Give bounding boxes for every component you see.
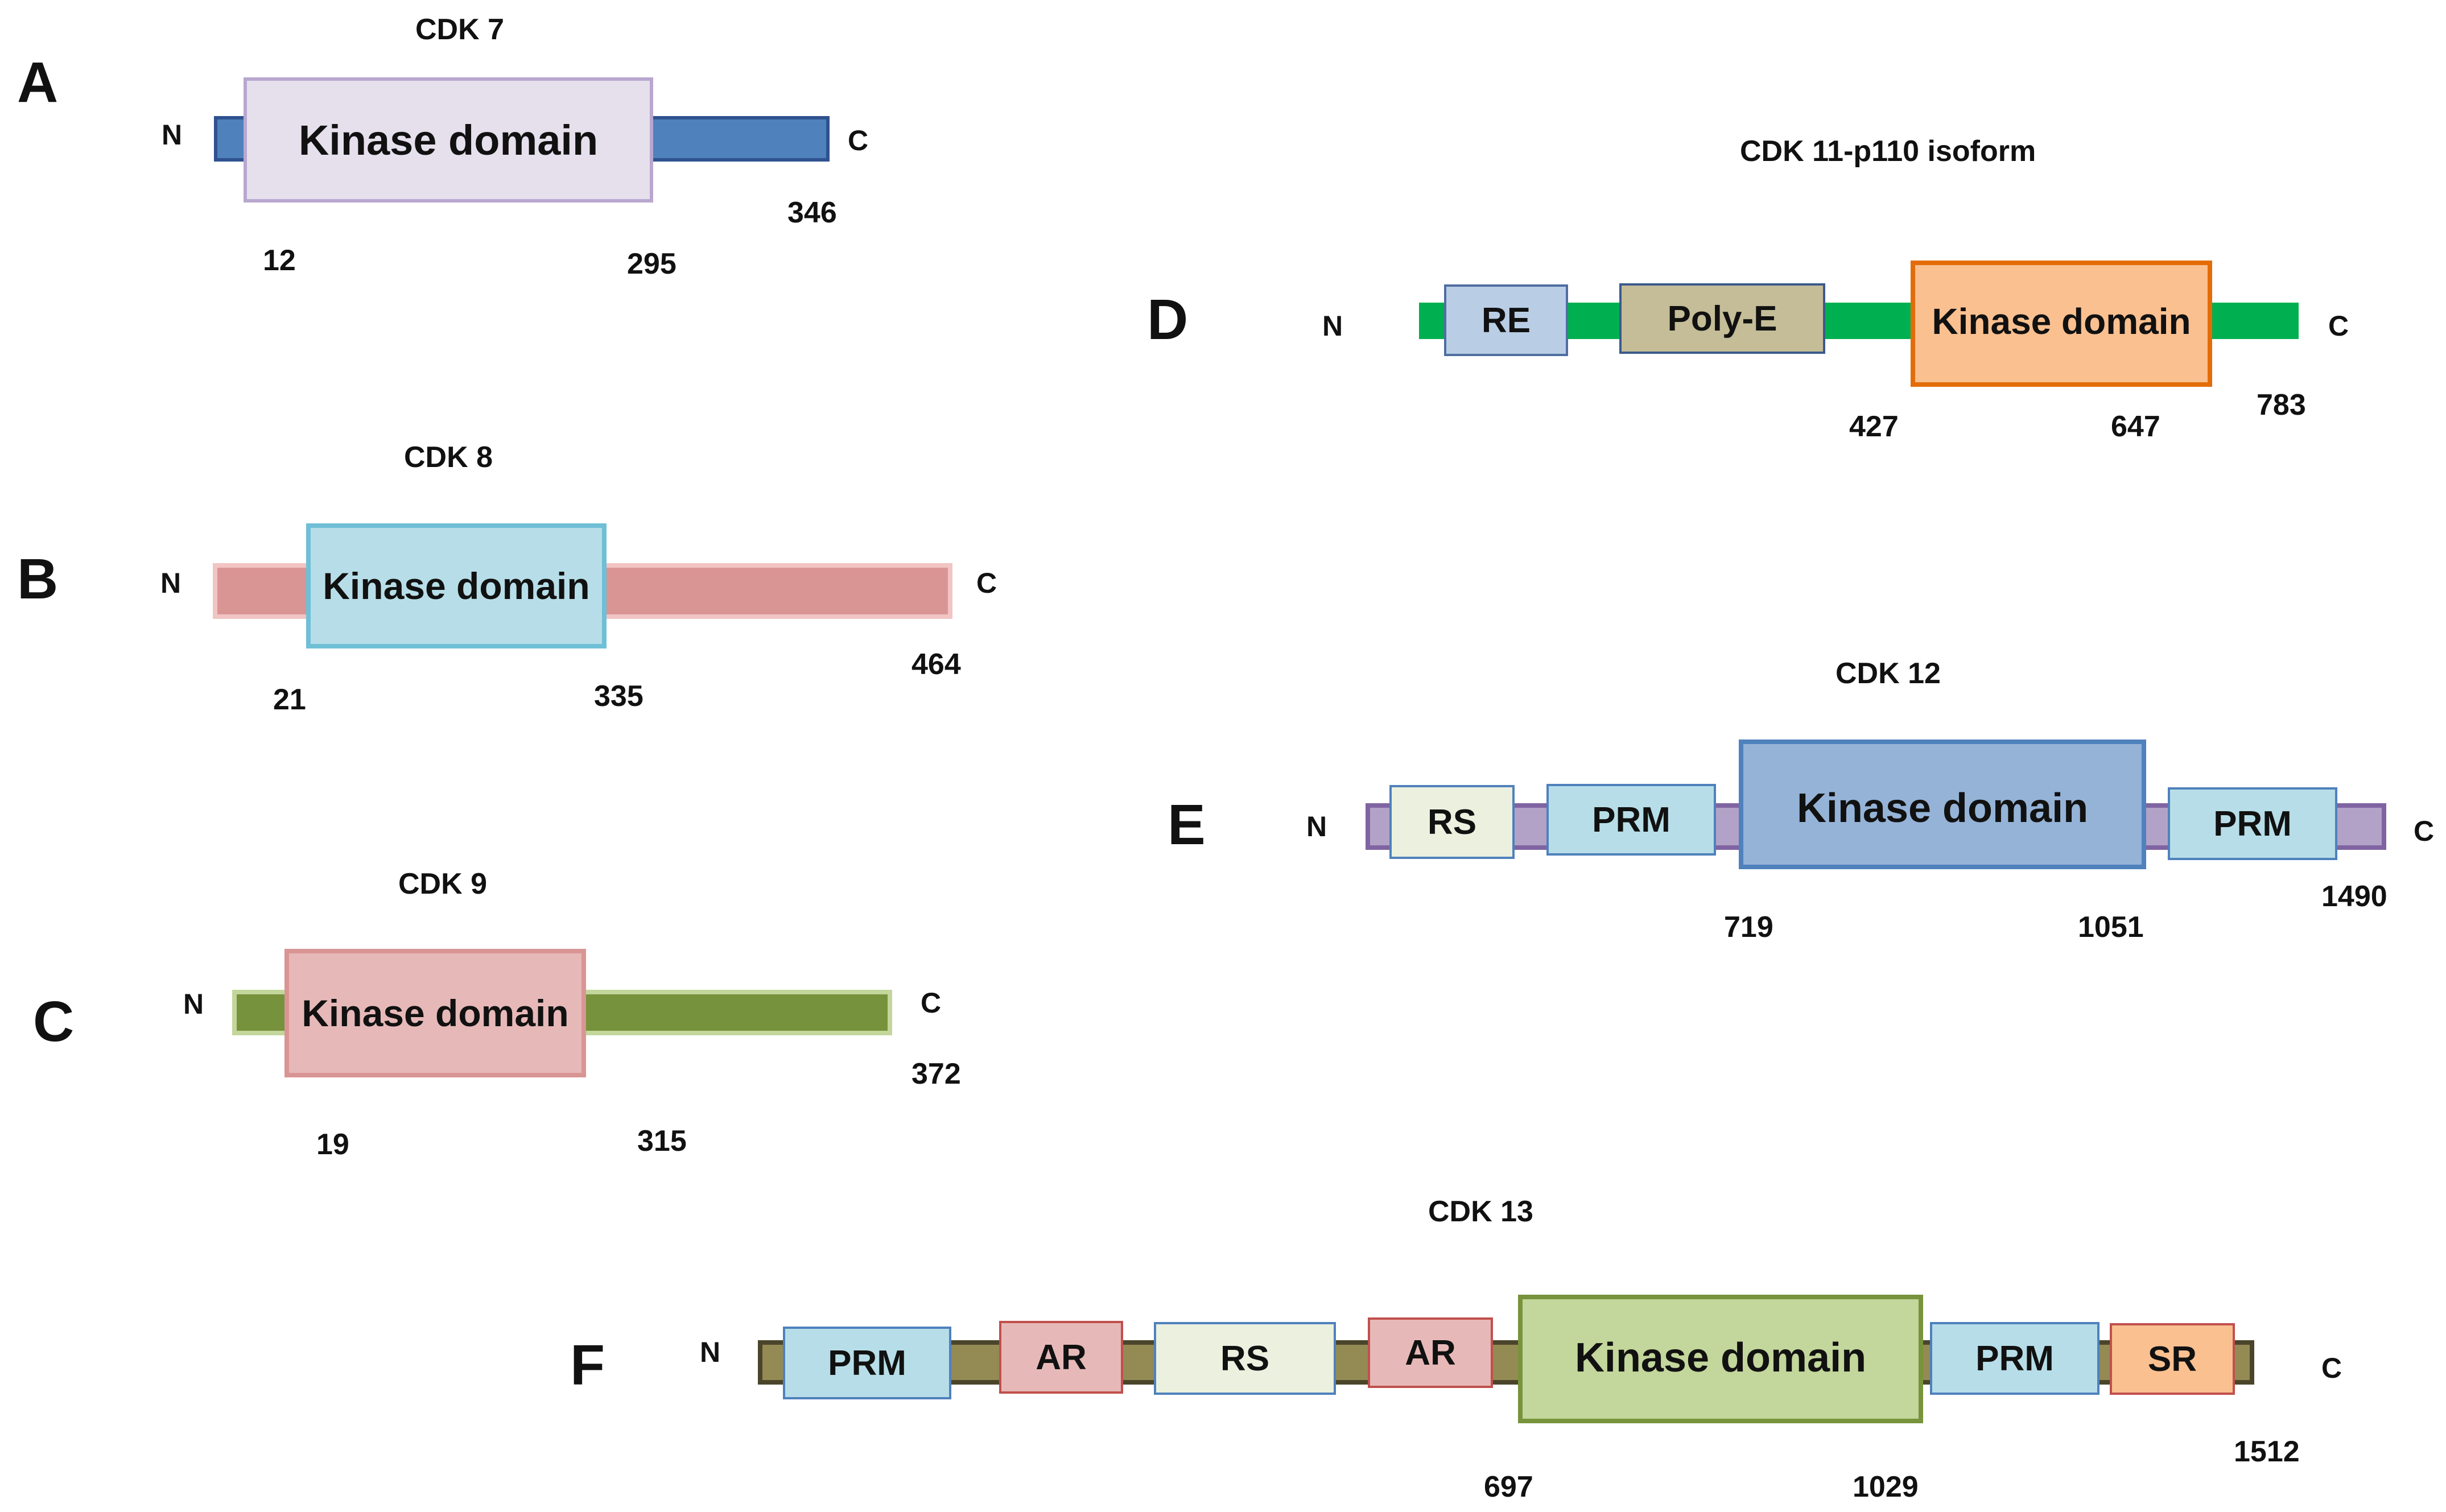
position-label: 1029 [1853,1470,1919,1503]
n-terminus-label: N [700,1336,721,1368]
position-label: 295 [627,247,677,280]
c-terminus-label: C [921,987,942,1019]
position-label: 1490 [2321,880,2387,913]
panel-f-title: CDK 13 [1428,1195,1533,1228]
c-terminus-label: C [2414,815,2435,847]
kinase-domain-box: Kinase domain [1739,740,2146,869]
position-label: 427 [1849,410,1899,443]
panel-letter-a: A [17,51,59,114]
kinase-domain-label: Kinase domain [323,565,590,607]
n-terminus-label: N [1306,811,1327,842]
prm-domain-box: PRM [2168,787,2337,860]
kinase-domain-box: Kinase domain [244,77,653,203]
kinase-domain-box: Kinase domain [284,949,586,1077]
n-terminus-label: N [1322,310,1343,342]
position-label: 783 [2257,389,2306,422]
c-terminus-label: C [976,567,997,599]
kinase-domain-box: Kinase domain [306,523,607,648]
position-label: 1051 [2078,911,2144,944]
kinase-domain-label: Kinase domain [1796,786,2089,831]
prm-domain-box: PRM [1546,784,1716,856]
position-label: 346 [787,196,837,229]
n-terminus-label: N [160,567,182,599]
position-label: 335 [594,680,644,713]
ar-domain-label: AR [1036,1337,1087,1377]
panel-letter-c: C [33,990,75,1054]
position-label: 1512 [2234,1435,2300,1468]
ar-domain-label: AR [1405,1333,1456,1373]
position-label: 464 [911,648,961,681]
panel-b-title: CDK 8 [404,441,493,474]
rs-domain-box: RS [1389,785,1515,859]
rs-domain-box: RS [1154,1322,1336,1395]
poly-e-domain-label: Poly-E [1667,299,1777,338]
sr-domain-label: SR [2147,1339,2197,1379]
c-terminus-label: C [2328,310,2349,342]
position-label: 21 [273,683,306,716]
position-label: 697 [1484,1470,1533,1503]
prm-domain-box: PRM [783,1327,951,1399]
ar-domain-box: AR [1368,1317,1493,1388]
ar-domain-box: AR [999,1321,1123,1394]
position-label: 12 [263,244,296,277]
kinase-domain-label: Kinase domain [1932,301,2191,342]
re-domain-label: RE [1481,300,1531,340]
poly-e-domain-box: Poly-E [1619,283,1825,354]
kinase-domain-label: Kinase domain [302,992,569,1034]
prm-domain-label: PRM [2213,804,2292,844]
panel-c-title: CDK 9 [398,867,488,900]
panel-d-title: CDK 11-p110 isoform [1740,135,2036,168]
kinase-domain-label: Kinase domain [298,116,599,164]
c-terminus-label: C [848,125,869,156]
c-terminus-label: C [2321,1352,2342,1384]
n-terminus-label: N [162,119,183,151]
rs-domain-label: RS [1427,802,1477,842]
panel-letter-b: B [17,547,59,611]
prm-domain-label: PRM [1975,1339,2054,1378]
kinase-domain-box: Kinase domain [1518,1295,1923,1423]
position-label: 315 [637,1125,687,1158]
panel-letter-e: E [1168,793,1206,857]
prm-domain-label: PRM [828,1343,906,1383]
panel-a-title: CDK 7 [415,13,505,46]
position-label: 372 [911,1057,961,1090]
prm-domain-label: PRM [1592,800,1670,840]
position-label: 647 [2111,410,2160,443]
prm-domain-box: PRM [1930,1322,2099,1395]
n-terminus-label: N [183,988,204,1020]
rs-domain-label: RS [1220,1339,1270,1378]
position-label: 19 [316,1128,349,1161]
position-label: 719 [1724,911,1773,944]
re-domain-box: RE [1444,284,1568,356]
kinase-domain-box: Kinase domain [1911,261,2212,387]
panel-letter-d: D [1147,288,1189,352]
sr-domain-box: SR [2110,1323,2235,1395]
kinase-domain-label: Kinase domain [1574,1335,1867,1381]
panel-letter-f: F [570,1333,605,1397]
panel-e-title: CDK 12 [1835,657,1941,690]
